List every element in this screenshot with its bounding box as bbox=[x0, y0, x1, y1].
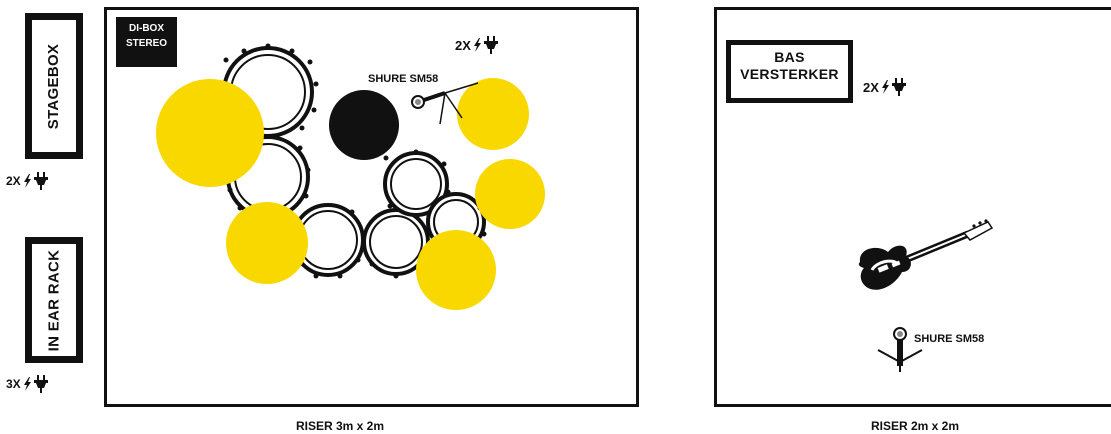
bass-mic-label: SHURE SM58 bbox=[914, 333, 984, 345]
bass-riser-label: RISER 2m x 2m bbox=[871, 419, 959, 433]
bass-guitar-icon bbox=[859, 219, 992, 289]
